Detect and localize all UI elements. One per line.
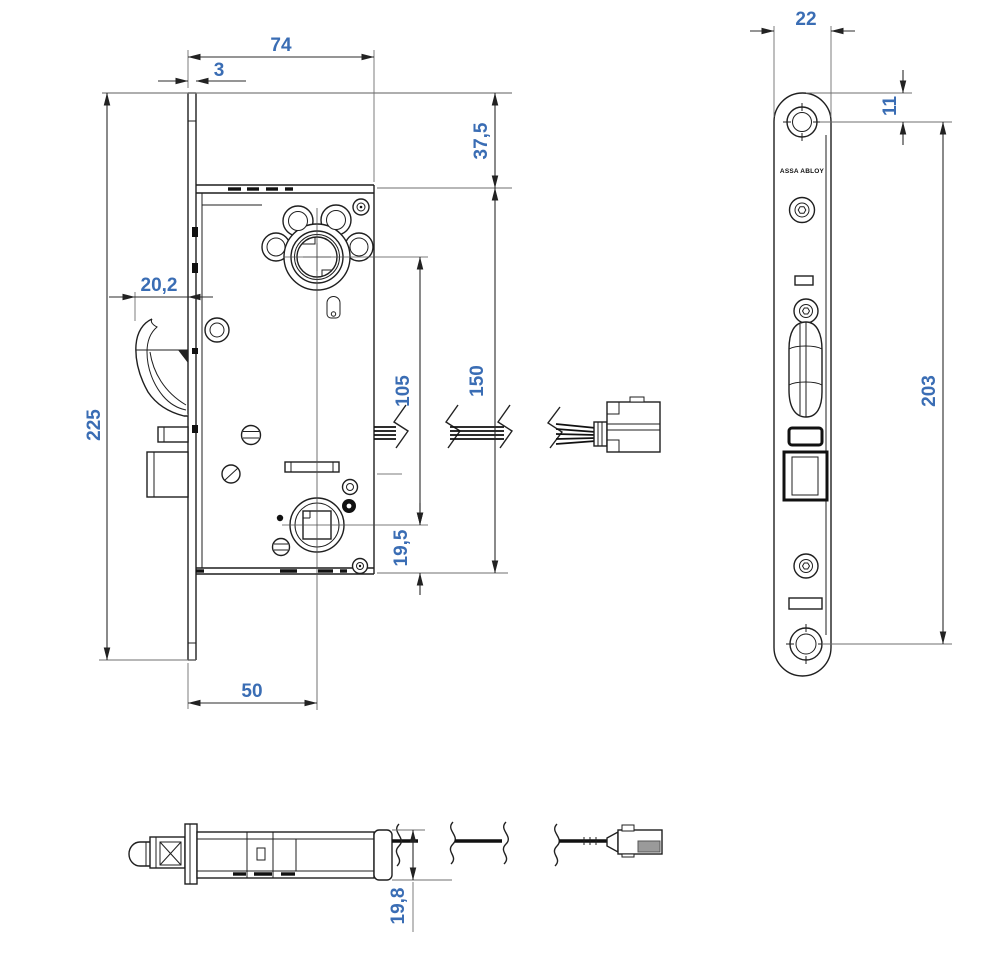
- dim-hook-projection: 20,2: [141, 275, 178, 296]
- dim-screw-spacing: 203: [919, 375, 940, 407]
- faceplate-front: [187, 92, 198, 661]
- hook-bolt-side: [788, 321, 823, 418]
- auxiliary-bolt-front: [146, 426, 189, 498]
- top-mount-screw-icon: [783, 103, 821, 141]
- faceplate-slot-lower: [788, 597, 823, 610]
- dim-faceplate-width: 22: [795, 9, 816, 30]
- torx-screw-upper-icon: [788, 196, 816, 224]
- faceplate-slot-upper: [794, 275, 814, 286]
- case-top-view: [196, 829, 393, 881]
- dim-cylinder-to-follower: 105: [393, 375, 414, 407]
- keyhole-detail: [326, 296, 341, 319]
- torx-screw-lower-icon: [793, 553, 819, 579]
- side-view: ASSA ABLOY: [773, 92, 832, 677]
- cable-front: [374, 404, 597, 449]
- dim-backset: 50: [241, 681, 262, 702]
- cable-top-view: [392, 821, 607, 867]
- dim-follower-to-bottom: 19,5: [391, 529, 412, 566]
- dim-top-screw-offset: 11: [880, 96, 901, 117]
- brand-logo: ASSA ABLOY: [780, 168, 825, 175]
- connector-top-view: [606, 824, 663, 858]
- dim-faceplate-height: 225: [84, 409, 105, 441]
- latch-nose-top: [128, 836, 186, 869]
- dim-top-to-case: 37,5: [471, 122, 492, 159]
- dim-case-height: 150: [467, 365, 488, 397]
- hook-bolt-front: [135, 318, 188, 417]
- lock-case: [196, 184, 375, 575]
- dimensions: 74 3 37,5 20,2 225 105 150 19,5 50 22 11…: [84, 9, 952, 932]
- faceplate-slot-hook: [787, 426, 824, 447]
- dim-front-width: 74: [270, 35, 292, 56]
- internal-screws: [221, 424, 369, 575]
- fixing-screw-top-icon: [352, 198, 370, 216]
- dim-faceplate-thickness: 3: [214, 60, 225, 81]
- connector-front: [593, 396, 661, 453]
- torx-screw-hook-icon: [793, 298, 819, 324]
- top-view: [128, 821, 663, 885]
- faceplate-top-view: [184, 823, 198, 885]
- cylinder-rosette: [261, 198, 374, 291]
- latch-bolt-side: [782, 450, 829, 502]
- dim-lock-depth: 19,8: [388, 888, 409, 925]
- bushing-circle: [204, 317, 230, 343]
